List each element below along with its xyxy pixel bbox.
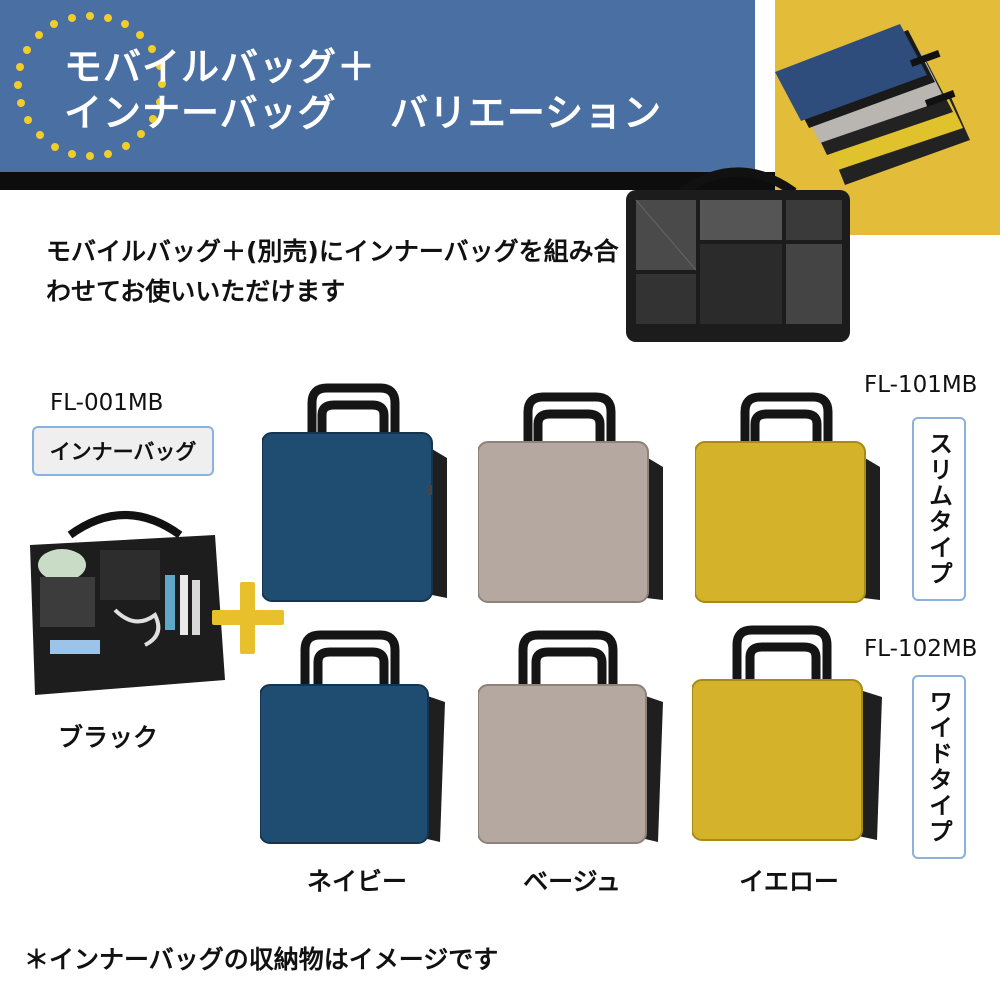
inner-bag-color-label: ブラック (58, 723, 159, 752)
slim-bag-beige-image (478, 392, 663, 603)
wide-type-label: ワイドタイプ (912, 675, 966, 859)
plus-icon (212, 582, 284, 654)
slim-bag-navy-image (262, 383, 447, 602)
color-label-beige: ベージュ (523, 867, 621, 896)
slim-type-label: スリムタイプ (912, 417, 966, 601)
page-subtitle: モバイルバッグ＋(別売)にインナーバッグを組み合わせてお使いいただけます (46, 237, 619, 306)
color-label-navy: ネイビー (306, 867, 407, 896)
inner-bag-label: インナーバッグ (32, 426, 214, 476)
page-title: モバイルバッグ＋ インナーバッグ バリエーション (64, 45, 663, 135)
wide-bag-navy-image (260, 630, 445, 844)
inner-bag-top-image (626, 167, 850, 342)
inner-bag-model-number: FL-001MB (50, 390, 164, 416)
dotted-circle-decoration (14, 12, 166, 160)
footnote: ＊インナーバッグの収納物はイメージです (24, 945, 499, 974)
inner-bag-black-image (30, 511, 225, 695)
slim-model-number: FL-101MB (864, 372, 978, 398)
stacked-bags-image (775, 24, 970, 185)
slim-bag-yellow-image (695, 392, 880, 603)
wide-bag-beige-image (478, 630, 663, 844)
color-label-yellow: イエロー (739, 867, 839, 896)
stacked-bags-photo-panel (775, 0, 1000, 235)
wide-bag-yellow-image (692, 625, 882, 841)
wide-model-number: FL-102MB (864, 636, 978, 662)
